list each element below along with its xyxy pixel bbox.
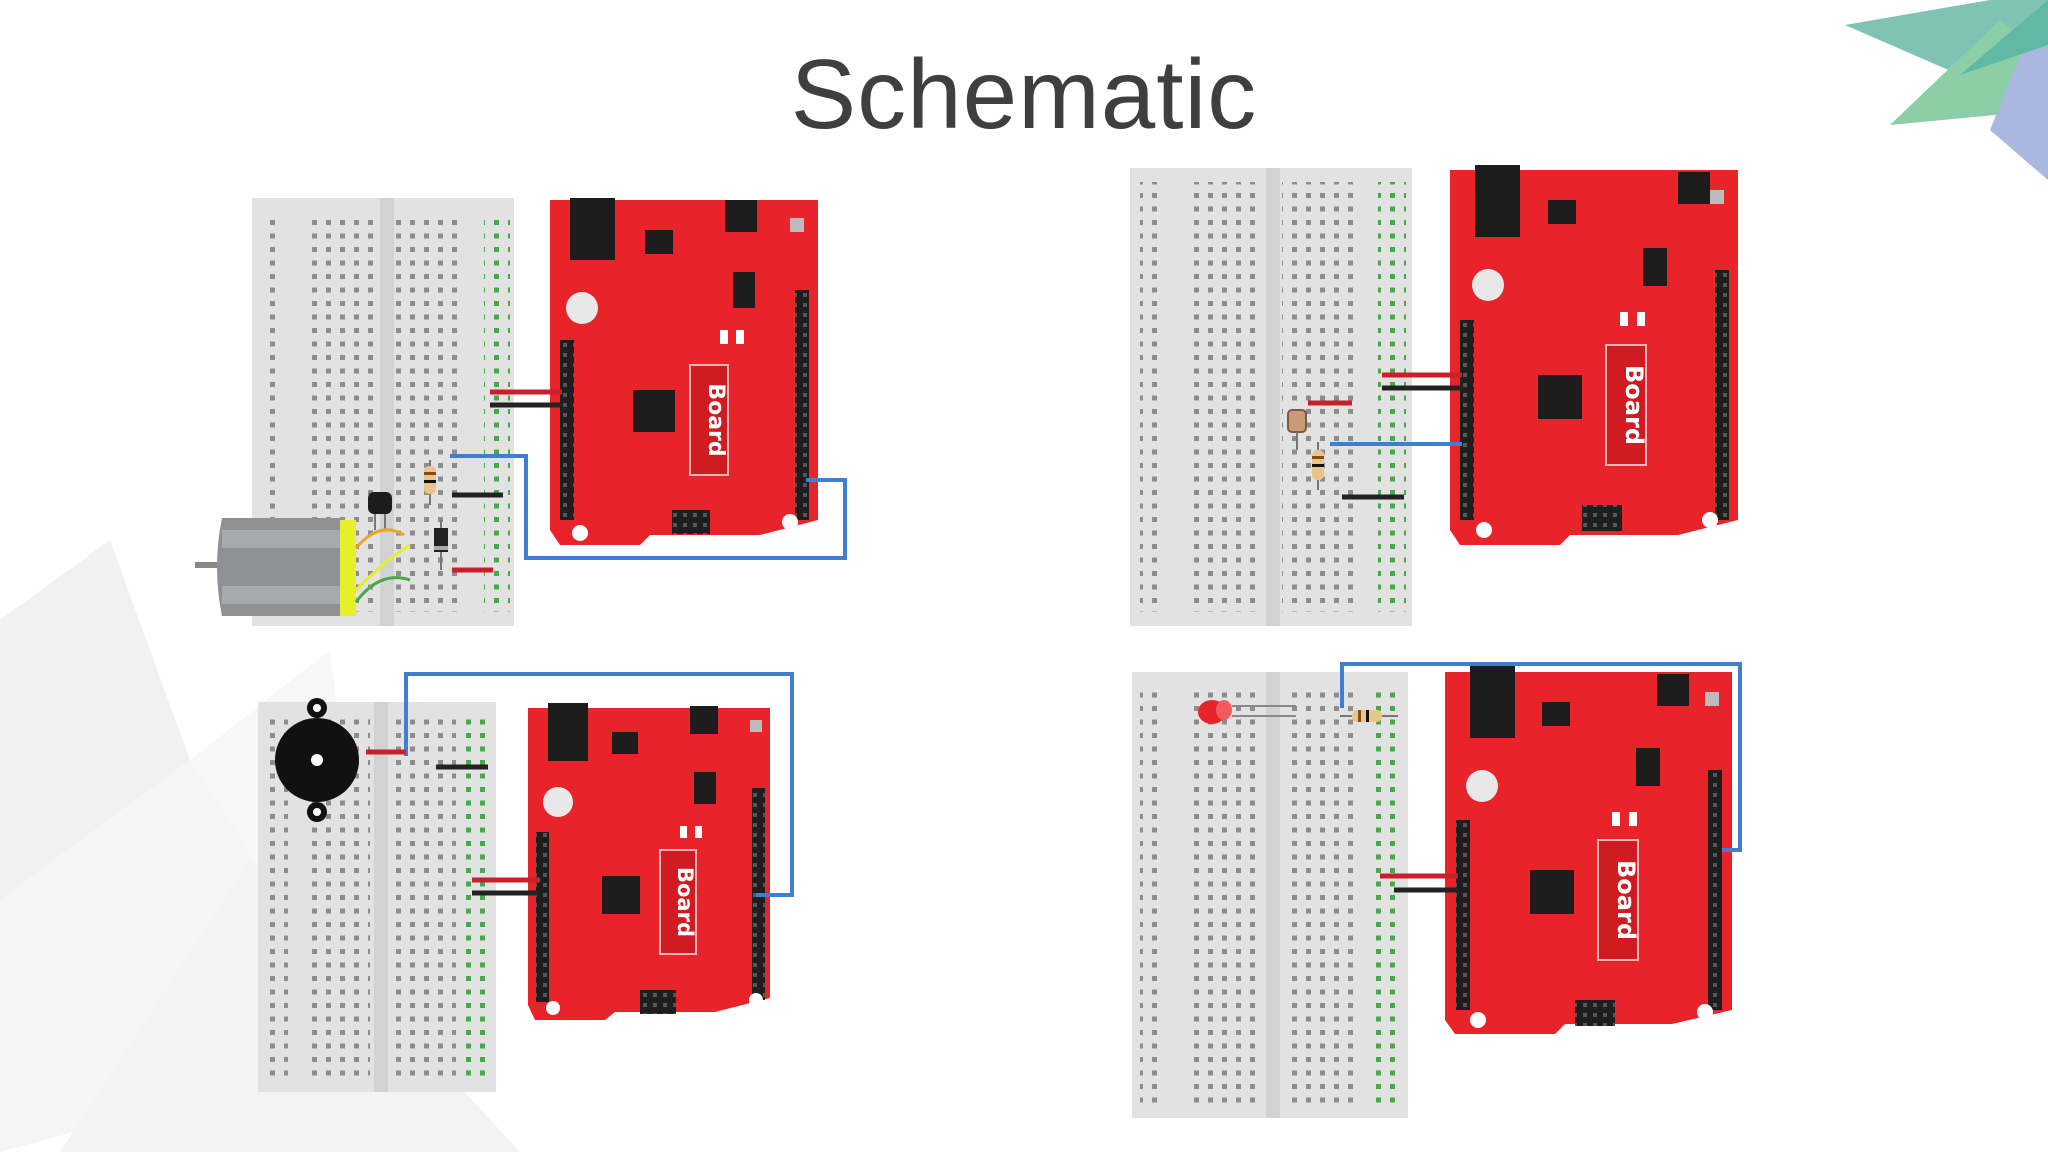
redboard: Board	[528, 703, 770, 1020]
svg-text:Board: Board	[1612, 860, 1640, 940]
transistor	[368, 492, 392, 530]
redboard: Board	[550, 198, 818, 545]
dc-motor	[195, 518, 411, 616]
led	[1198, 700, 1296, 724]
corner-decoration-icon	[1845, 0, 2048, 180]
resistor	[424, 460, 436, 505]
svg-text:Board: Board	[703, 383, 728, 456]
slide-title: Schematic	[790, 39, 1258, 149]
breadboard	[1130, 168, 1412, 626]
resistor	[1312, 442, 1324, 490]
diode	[434, 520, 448, 570]
dc-motor-circuit: Board	[195, 198, 847, 626]
led-circuit: Board	[1132, 662, 1742, 1118]
redboard: Board	[1450, 165, 1738, 545]
piezo-buzzer	[275, 698, 359, 822]
piezo-buzzer-circuit: Board	[258, 672, 794, 1092]
resistor	[1340, 710, 1398, 722]
photoresistor-circuit: Board	[1130, 165, 1738, 626]
redboard: Board	[1445, 666, 1732, 1034]
breadboard	[1132, 672, 1408, 1118]
svg-text:Board: Board	[673, 867, 697, 937]
photoresistor	[1287, 409, 1307, 450]
svg-text:Board: Board	[1620, 365, 1648, 445]
